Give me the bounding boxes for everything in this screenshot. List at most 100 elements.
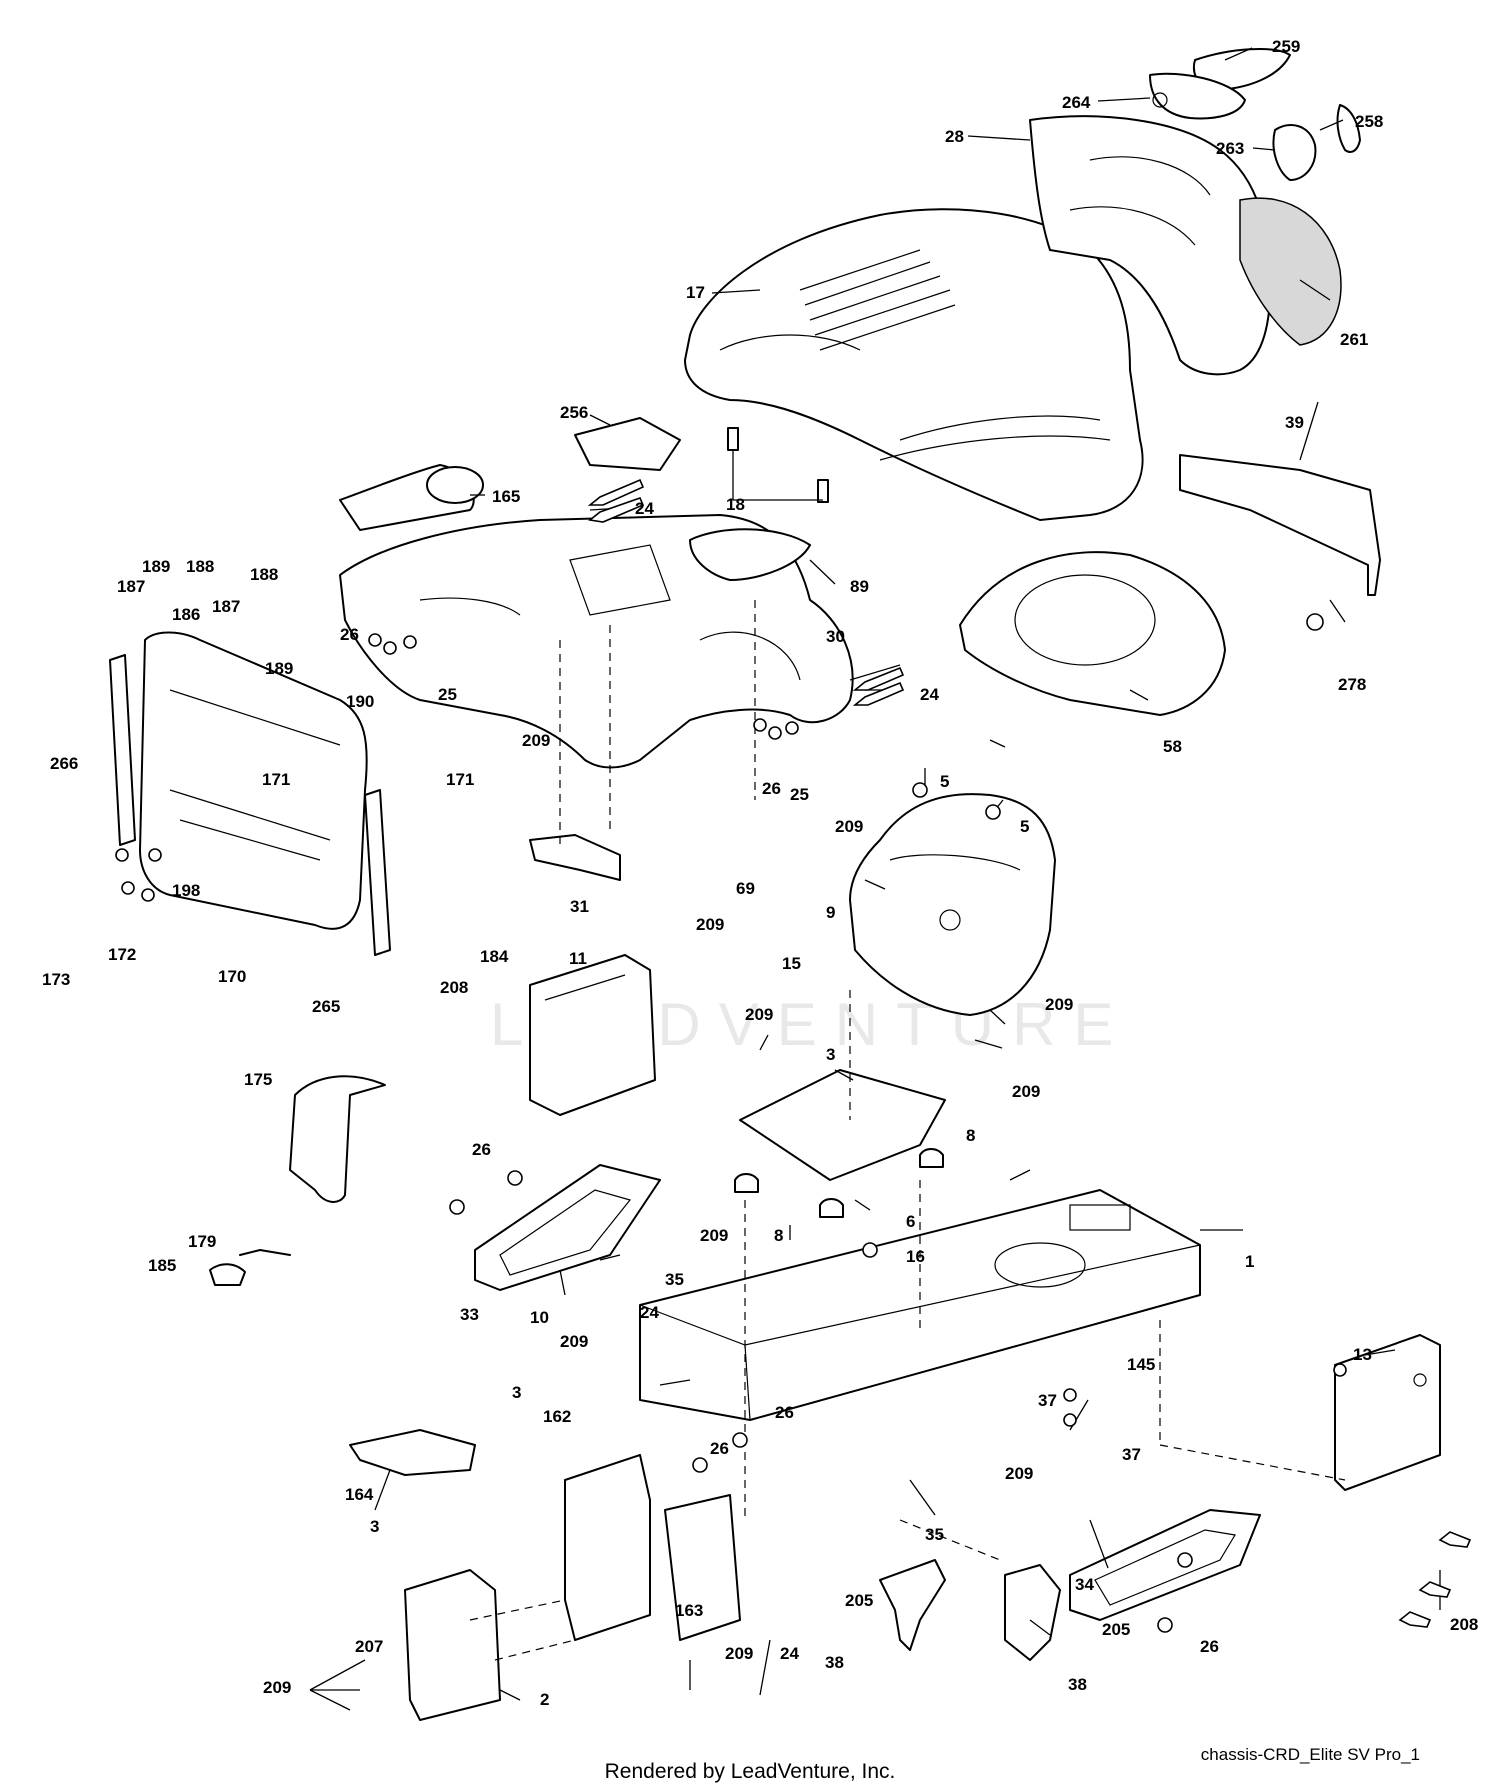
headlight-part-264[interactable]: [1149, 72, 1246, 120]
callout-26-f: 26: [1200, 1637, 1219, 1656]
callout-187-b: 187: [212, 597, 240, 616]
callout-187-a: 187: [117, 577, 145, 596]
grille-housing-part-28[interactable]: [1029, 115, 1271, 376]
bracket-part-2[interactable]: [404, 1569, 501, 1721]
callout-26-a: 26: [340, 625, 359, 644]
callout-58: 58: [1163, 737, 1182, 756]
callout-209-b: 209: [835, 817, 863, 836]
headlight-part-263[interactable]: [1272, 124, 1317, 181]
callout-163: 163: [675, 1601, 703, 1620]
callout-15: 15: [782, 954, 801, 973]
callout-10: 10: [530, 1308, 549, 1327]
bracket-part-38a[interactable]: [879, 1559, 946, 1651]
trim-part-266[interactable]: [109, 654, 136, 846]
callout-3-c: 3: [370, 1517, 379, 1536]
cover-part-256[interactable]: [574, 417, 681, 471]
pan-part-58[interactable]: [959, 551, 1226, 716]
grille-part-261[interactable]: [1239, 197, 1342, 346]
callout-39: 39: [1285, 413, 1304, 432]
callout-209-g: 209: [700, 1226, 728, 1245]
callout-25-b: 25: [790, 785, 809, 804]
callout-26-c: 26: [472, 1140, 491, 1159]
callout-209-f: 209: [1012, 1082, 1040, 1101]
assembly-lines: [469, 600, 1346, 1661]
footrest-part-34[interactable]: [1069, 1509, 1261, 1621]
bracket-part-31[interactable]: [529, 834, 621, 881]
plate-part-13[interactable]: [1334, 1334, 1441, 1491]
callout-5-a: 5: [940, 772, 949, 791]
callout-190: 190: [346, 692, 374, 711]
fasteners: [115, 478, 1472, 1633]
callout-209-d: 209: [1045, 995, 1073, 1014]
callout-13: 13: [1353, 1345, 1372, 1364]
plate-part-163[interactable]: [664, 1494, 741, 1641]
seat-cover-part-165[interactable]: [339, 464, 484, 531]
callout-258: 258: [1355, 112, 1383, 131]
callout-8-b: 8: [774, 1226, 783, 1245]
callout-278: 278: [1338, 675, 1366, 694]
callout-171-a: 171: [446, 770, 474, 789]
lens-part-258[interactable]: [1336, 104, 1361, 153]
callout-185: 185: [148, 1256, 176, 1275]
callout-171-b: 171: [262, 770, 290, 789]
bracket-part-38b[interactable]: [1004, 1564, 1061, 1661]
frame-part-1[interactable]: [639, 1189, 1201, 1421]
callout-35-b: 35: [925, 1525, 944, 1544]
trim-part-265[interactable]: [364, 789, 391, 956]
callout-3-a: 3: [826, 1045, 835, 1064]
callout-35-a: 35: [665, 1270, 684, 1289]
callout-8-a: 8: [966, 1126, 975, 1145]
callout-209-h: 209: [560, 1332, 588, 1351]
callout-265: 265: [312, 997, 340, 1016]
callout-6: 6: [906, 1212, 915, 1231]
bracket-part-164[interactable]: [349, 1429, 476, 1476]
callout-37-b: 37: [1122, 1445, 1141, 1464]
callout-175: 175: [244, 1070, 272, 1089]
plate-part-11[interactable]: [529, 954, 656, 1116]
callout-188-b: 188: [250, 565, 278, 584]
callout-5-b: 5: [1020, 817, 1029, 836]
latch-part-185[interactable]: [209, 1263, 246, 1286]
callout-38-b: 38: [1068, 1675, 1087, 1694]
drawing-id: chassis-CRD_Elite SV Pro_1: [1200, 1745, 1420, 1764]
callout-145: 145: [1127, 1355, 1155, 1374]
shield-part-175[interactable]: [289, 1075, 386, 1203]
callout-25-a: 25: [438, 685, 457, 704]
clip-part-8a[interactable]: [734, 1173, 759, 1193]
callout-28: 28: [945, 127, 964, 146]
callout-26-e: 26: [710, 1439, 729, 1458]
callout-162: 162: [543, 1407, 571, 1426]
clip-part-8b[interactable]: [919, 1148, 944, 1168]
callout-209-k: 209: [263, 1678, 291, 1697]
clip-part-8c[interactable]: [819, 1198, 844, 1218]
leader-lines: [309, 47, 1441, 1711]
callout-34: 34: [1075, 1575, 1094, 1594]
callout-173: 173: [42, 970, 70, 989]
callout-37-a: 37: [1038, 1391, 1057, 1410]
callout-1: 1: [1245, 1252, 1254, 1271]
callout-11: 11: [569, 949, 587, 968]
plate-part-6[interactable]: [739, 1069, 946, 1181]
callout-38-a: 38: [825, 1653, 844, 1672]
callout-9: 9: [826, 903, 835, 922]
bracket-part-39[interactable]: [1179, 454, 1381, 596]
shroud-part-9[interactable]: [849, 793, 1056, 1016]
callout-26-b: 26: [762, 779, 781, 798]
callout-205-a: 205: [845, 1591, 873, 1610]
callout-89: 89: [850, 577, 869, 596]
callout-207: 207: [355, 1637, 383, 1656]
cover-part-89[interactable]: [689, 528, 811, 581]
dash-panel-part-170[interactable]: [139, 631, 368, 930]
rod-part-179[interactable]: [239, 1249, 291, 1256]
callout-263: 263: [1216, 139, 1244, 158]
callout-264: 264: [1062, 93, 1091, 112]
callout-186: 186: [172, 605, 200, 624]
footrest-part-33[interactable]: [474, 1164, 661, 1291]
callout-69: 69: [736, 879, 755, 898]
callout-18: 18: [726, 495, 745, 514]
callout-189-a: 189: [142, 557, 170, 576]
hood-clip-part-18[interactable]: [727, 427, 829, 503]
hood-part-17[interactable]: [684, 208, 1144, 521]
plate-part-162[interactable]: [564, 1454, 651, 1641]
